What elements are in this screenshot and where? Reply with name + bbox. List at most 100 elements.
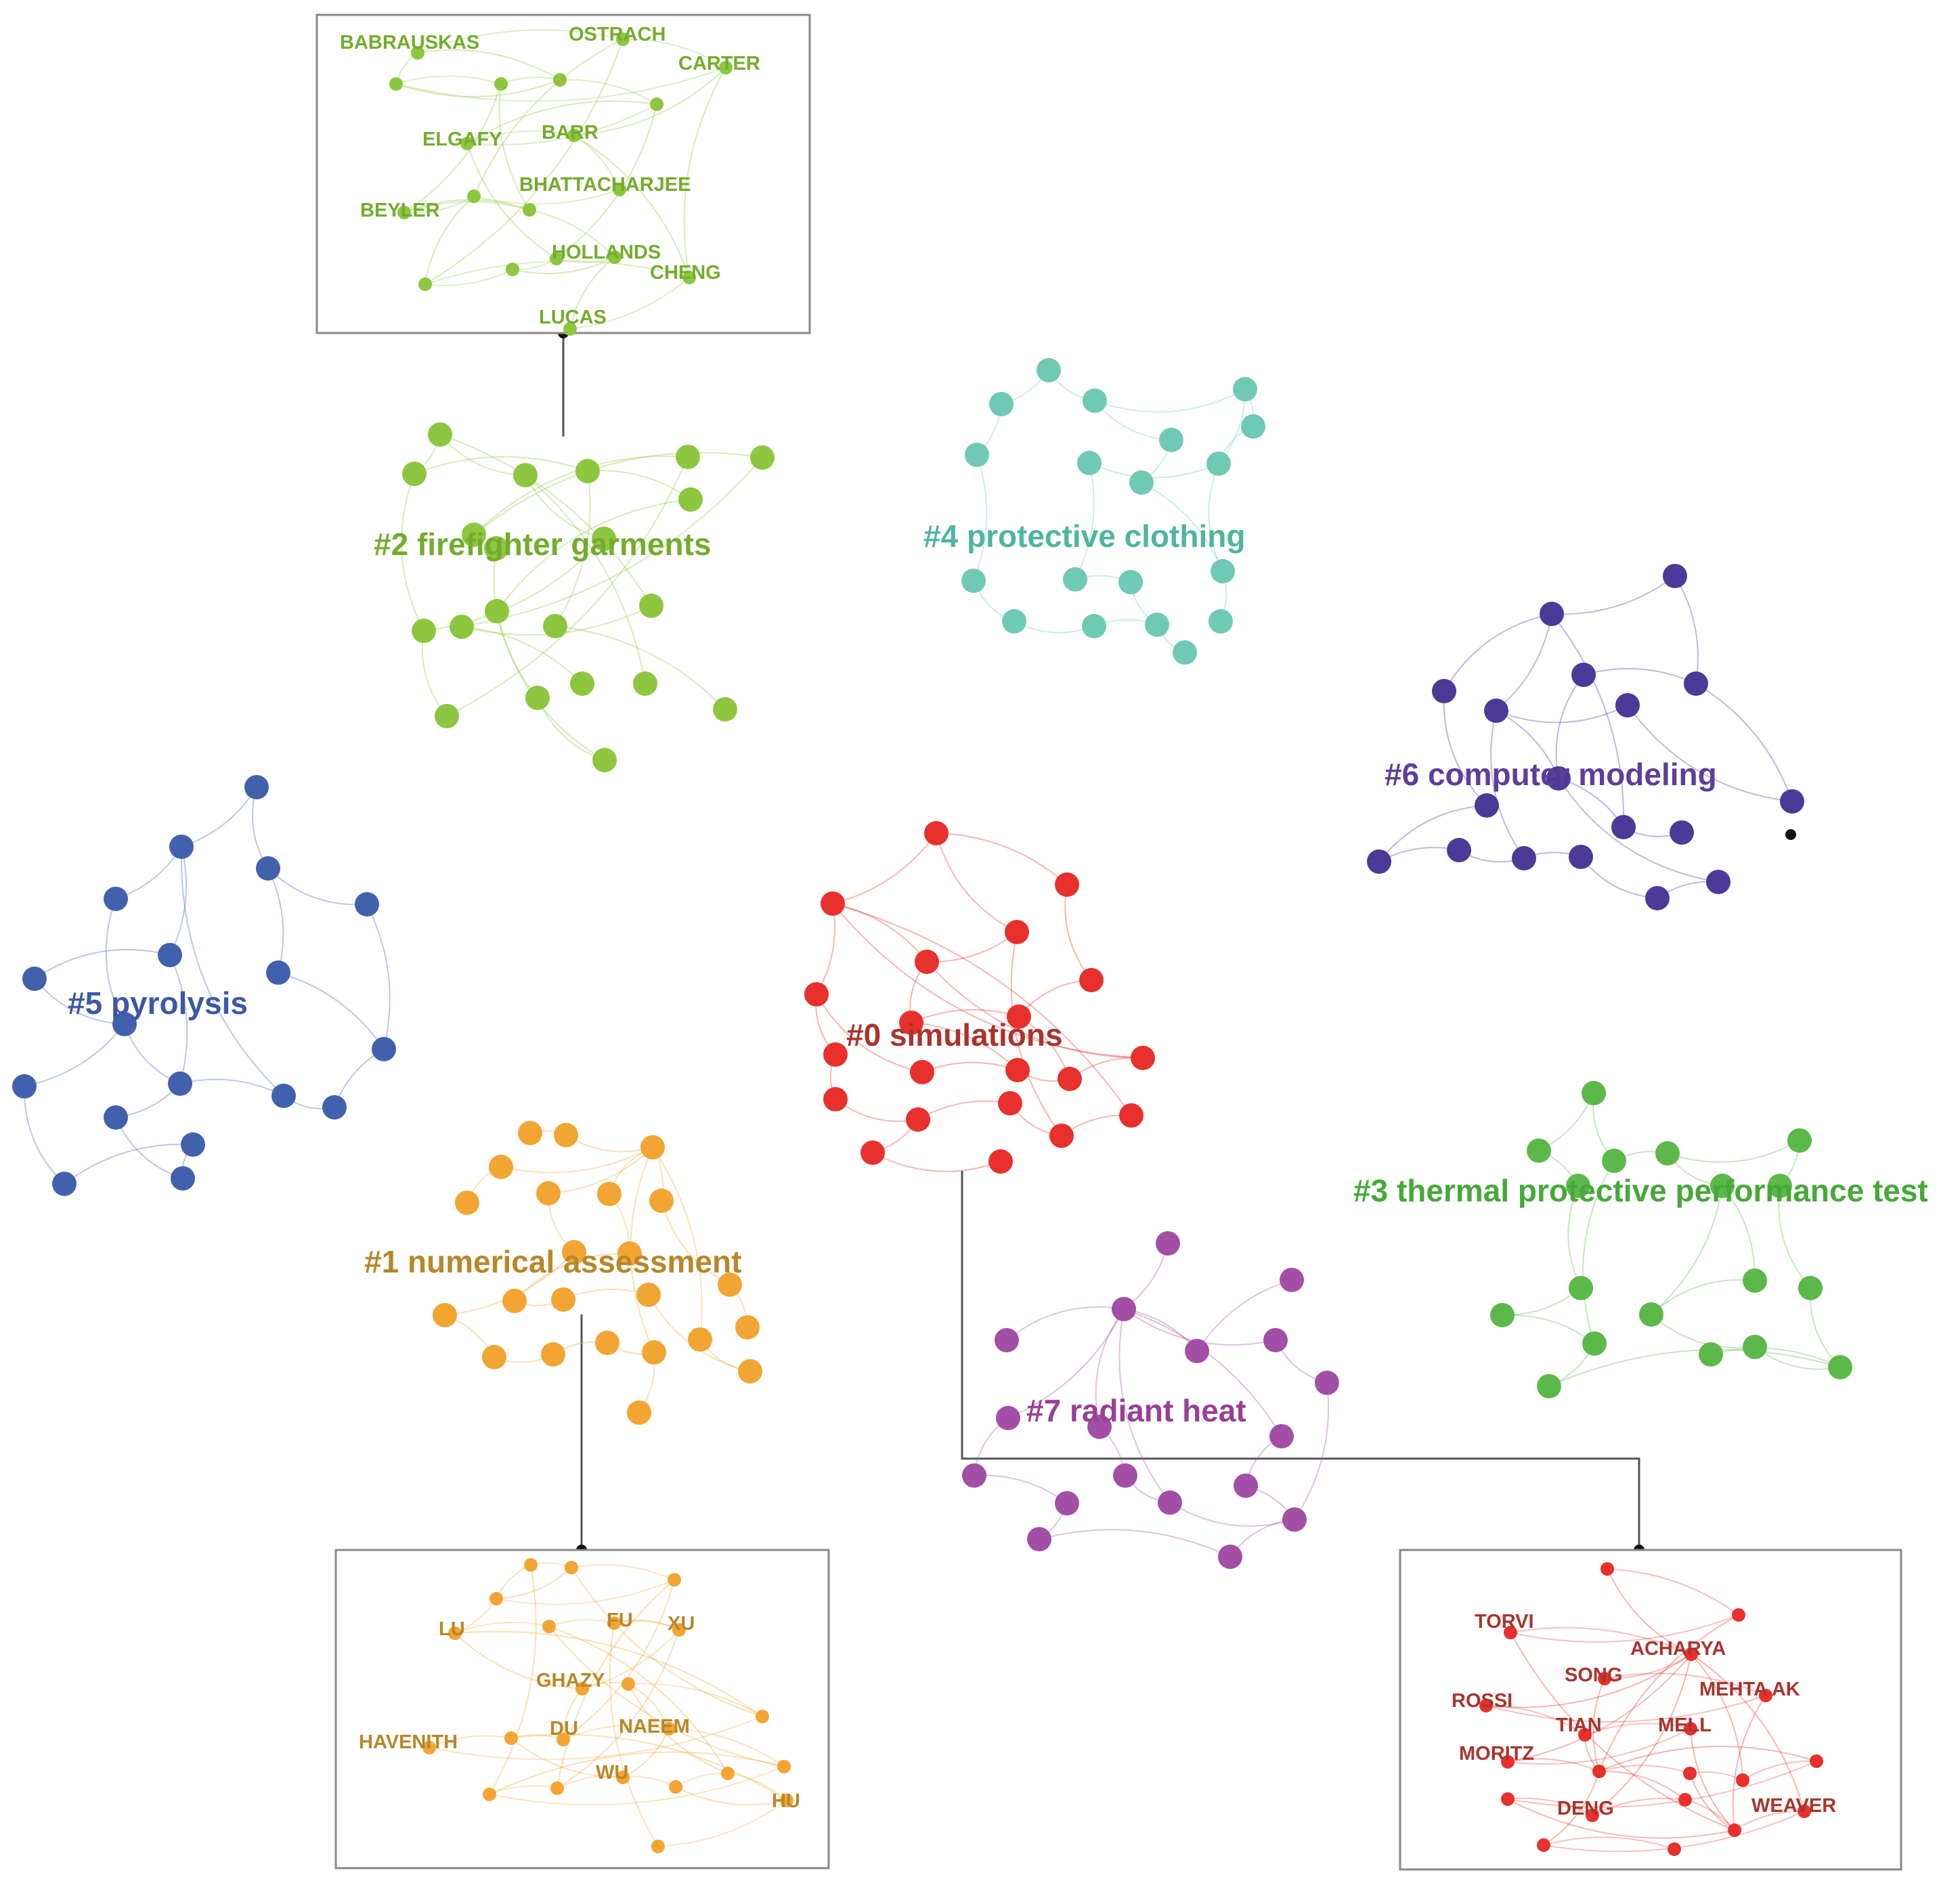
node-cluster-3	[1566, 1174, 1590, 1198]
inset-edge	[510, 1733, 787, 1801]
inset-edge	[498, 83, 530, 211]
inset-edge	[1607, 1568, 1692, 1655]
node-cluster-0	[906, 1107, 930, 1132]
node-cluster-0	[1005, 1058, 1030, 1082]
node-cluster-3	[1582, 1331, 1607, 1356]
node-cluster-1	[627, 1400, 651, 1425]
inset-edge	[557, 1579, 675, 1789]
node-cluster-3	[1569, 1276, 1593, 1300]
inset-node	[489, 1592, 503, 1605]
node-cluster-4	[1211, 559, 1235, 583]
edge-cluster-1	[548, 1147, 653, 1194]
inset-node	[650, 97, 663, 111]
inset-edge	[1485, 1654, 1692, 1708]
edge-cluster-2	[414, 456, 588, 474]
edge-cluster-5	[267, 868, 368, 906]
inset-edge	[1598, 1614, 1739, 1772]
edge-cluster-2	[496, 499, 691, 612]
node-cluster-7	[1234, 1474, 1258, 1498]
author-label: MORITZ	[1459, 1743, 1534, 1765]
inset-node	[575, 1682, 589, 1696]
inset-edge	[571, 1567, 763, 1717]
edge-cluster-3	[1582, 1160, 1615, 1344]
author-label: BABRAUSKAS	[340, 32, 479, 53]
inset-node	[1592, 1765, 1606, 1778]
edge-cluster-5	[169, 954, 188, 1084]
node-cluster-3	[1768, 1174, 1792, 1198]
inset-node	[1736, 1773, 1749, 1787]
inset-edge	[1607, 1568, 1739, 1616]
inset-edge	[404, 201, 530, 213]
edge-cluster-7	[1007, 1308, 1125, 1419]
edge-cluster-3	[1667, 1140, 1800, 1163]
edge-cluster-0	[1010, 931, 1062, 1136]
inset-edge	[404, 196, 475, 214]
cluster-label-2: #2 firefighter garments	[374, 527, 711, 562]
node-cluster-5	[372, 1037, 396, 1061]
node-cluster-7	[1158, 1490, 1182, 1515]
author-label: OSTRACH	[569, 24, 666, 45]
inset-node	[672, 1623, 686, 1637]
inset-node	[662, 1722, 676, 1735]
author-label: WU	[596, 1762, 628, 1784]
edge-cluster-6	[1551, 575, 1676, 615]
inset-edge	[557, 1775, 624, 1789]
inset-edge	[1507, 1760, 1817, 1808]
inset-edge	[1510, 1614, 1739, 1643]
edge-cluster-2	[461, 457, 763, 627]
edge-cluster-2	[525, 474, 646, 684]
inset-edge	[622, 1728, 670, 1778]
node-cluster-6	[1367, 849, 1391, 874]
inset-node	[668, 1573, 681, 1587]
inset-edge	[1485, 1704, 1586, 1735]
inset-node	[1479, 1699, 1493, 1712]
cluster-label-7: #7 radiant heat	[1026, 1393, 1246, 1428]
edge-cluster-1	[661, 1200, 731, 1285]
node-cluster-2	[639, 594, 663, 618]
node-cluster-1	[649, 1189, 674, 1213]
edge-cluster-6	[1378, 805, 1487, 862]
node-cluster-6	[1432, 679, 1456, 703]
inset-edge	[1598, 1746, 1817, 1772]
author-label: DENG	[1557, 1798, 1614, 1819]
inset-node	[1684, 1647, 1698, 1661]
edge-cluster-1	[500, 1147, 653, 1174]
cluster-label-4: #4 protective clothing	[923, 518, 1245, 554]
inset-node	[777, 1760, 791, 1773]
edge-cluster-5	[124, 1023, 181, 1084]
inset-node	[1600, 1562, 1614, 1576]
node-cluster-2	[750, 445, 775, 470]
node-cluster-5	[266, 960, 290, 985]
author-label: ACHARYA	[1630, 1638, 1726, 1660]
edge-cluster-7	[974, 1474, 1068, 1504]
author-label: BARR	[542, 122, 598, 143]
inset-edge	[417, 29, 624, 53]
edge-cluster-6	[1496, 613, 1552, 711]
node-cluster-5	[355, 892, 379, 916]
author-label: BHATTACHARJEE	[519, 174, 691, 196]
edge-cluster-2	[446, 456, 689, 717]
node-cluster-1	[636, 1283, 661, 1307]
node-cluster-0	[924, 821, 949, 845]
node-cluster-5	[322, 1095, 347, 1120]
inset-edge	[1592, 1654, 1692, 1816]
node-cluster-0	[1131, 1046, 1155, 1070]
edge-cluster-6	[1695, 683, 1793, 802]
node-cluster-0	[1049, 1124, 1074, 1148]
edge-cluster-2	[493, 548, 538, 699]
edge-cluster-5	[179, 1078, 284, 1096]
node-cluster-4	[1145, 613, 1169, 637]
inset-edge	[548, 1626, 785, 1767]
node-cluster-6	[1611, 815, 1636, 839]
node-cluster-6	[1663, 564, 1687, 588]
node-cluster-2	[676, 445, 700, 469]
node-cluster-2	[428, 422, 452, 447]
node-cluster-4	[1082, 614, 1106, 638]
node-cluster-1	[738, 1359, 762, 1383]
node-cluster-5	[52, 1172, 77, 1196]
author-label: CARTER	[678, 53, 760, 74]
edge-cluster-3	[1651, 1185, 1723, 1315]
inset-edge	[404, 83, 502, 213]
node-cluster-7	[1315, 1371, 1339, 1395]
